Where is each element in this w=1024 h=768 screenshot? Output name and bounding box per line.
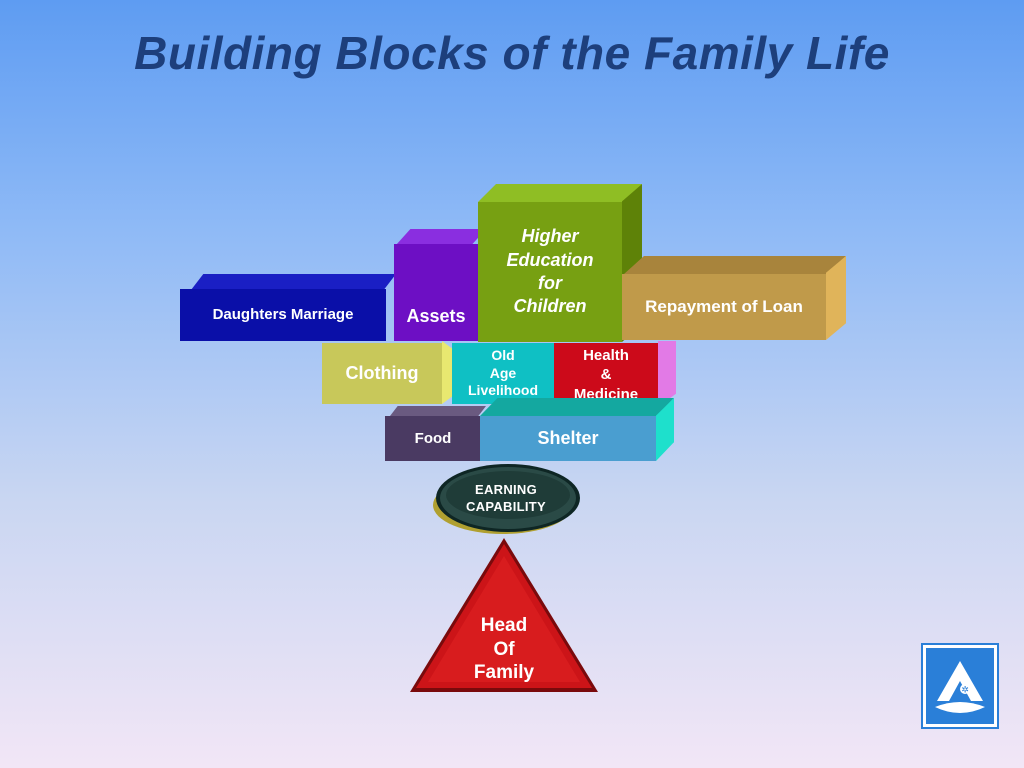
higher-education-line-1: Higher <box>521 226 579 247</box>
svg-text:✲: ✲ <box>961 686 969 696</box>
clothing-label: Clothing <box>345 363 419 384</box>
daughters-marriage-label: Daughters Marriage <box>212 306 354 324</box>
earning-capability-shape <box>433 464 580 534</box>
food-label: Food <box>414 429 452 447</box>
old-age-line-3: Livelihood <box>468 382 538 399</box>
head-line-2: Of <box>493 638 515 660</box>
page-title: Building Blocks of the Family Life <box>134 27 890 79</box>
head-line-1: Head <box>480 615 528 636</box>
old-age-line-1: Old <box>491 347 515 364</box>
head-of-family-triangle: Head Of Family <box>408 536 600 694</box>
health-line-2: & <box>600 366 612 384</box>
triangle-shape <box>410 538 598 692</box>
earning-line-1: EARNING <box>474 482 538 497</box>
assets-label: Assets <box>406 306 466 327</box>
health-line-1: Health <box>583 346 629 364</box>
head-line-3: Family <box>473 662 535 684</box>
shelter-label: Shelter <box>537 428 599 449</box>
higher-education-line-4: Children <box>513 296 587 317</box>
company-logo-icon: ✲ <box>921 643 999 729</box>
higher-education-line-3: for <box>538 273 562 293</box>
earning-capability-disc: EARNING CAPABILITY <box>432 462 582 536</box>
higher-education-line-2: Education <box>506 249 594 270</box>
repayment-of-loan-label: Repayment of Loan <box>645 297 803 317</box>
old-age-line-2: Age <box>489 364 517 381</box>
earning-line-2: CAPABILITY <box>465 498 547 514</box>
